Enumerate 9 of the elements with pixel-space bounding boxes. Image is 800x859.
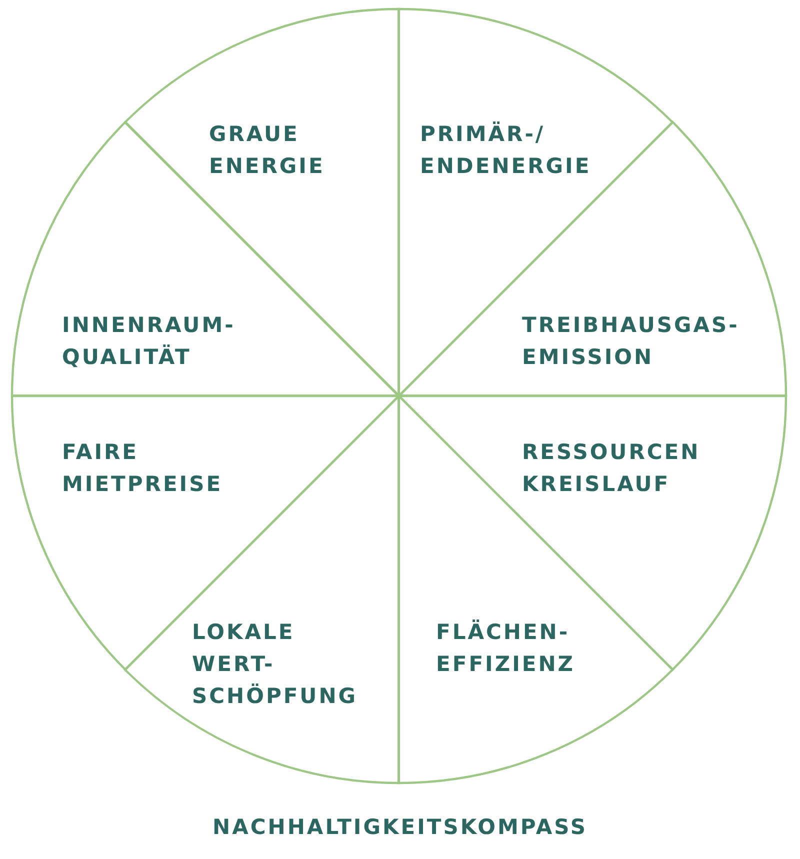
sector-label: FLÄCHEN- EFFIZIENZ (436, 618, 576, 678)
caption: NACHHALTIGKEITSKOMPASS (212, 815, 588, 839)
sector-label: TREIBHAUSGAS- EMISSION (522, 312, 740, 371)
sector-label: RESSOURCEN KREISLAUF (522, 439, 700, 498)
sector-label: LOKALE WERT- SCHÖPFUNG (192, 619, 358, 710)
sector-label: GRAUE ENERGIE (208, 121, 325, 180)
sector-label: FAIRE MIETPREISE (62, 439, 223, 498)
sector-label: PRIMÄR-/ ENDENERGIE (420, 120, 592, 180)
sector-label: INNENRAUM- QUALITÄT (62, 312, 236, 371)
